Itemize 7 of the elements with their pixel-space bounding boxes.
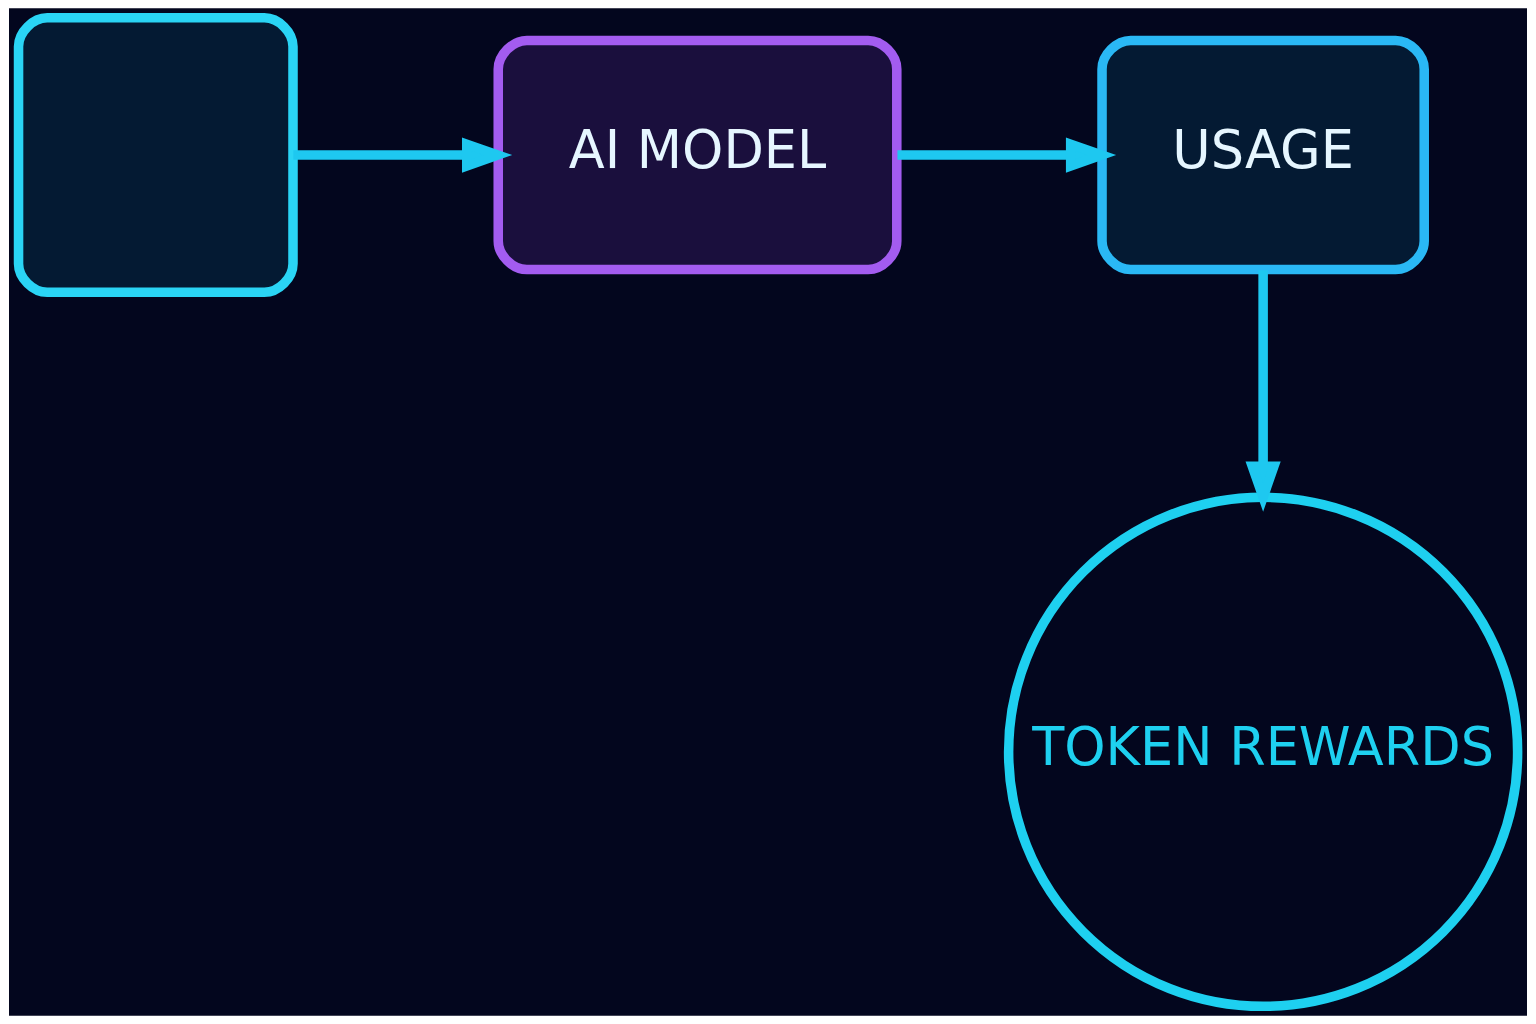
node-circle: TOKEN REWARDS [1003, 492, 1523, 1012]
node-box: USAGE [1097, 35, 1429, 275]
node-box [13, 13, 298, 298]
node-box: AI MODEL [493, 35, 902, 275]
arrow [897, 137, 1117, 173]
arrow [293, 137, 513, 173]
arrow [1245, 270, 1281, 512]
